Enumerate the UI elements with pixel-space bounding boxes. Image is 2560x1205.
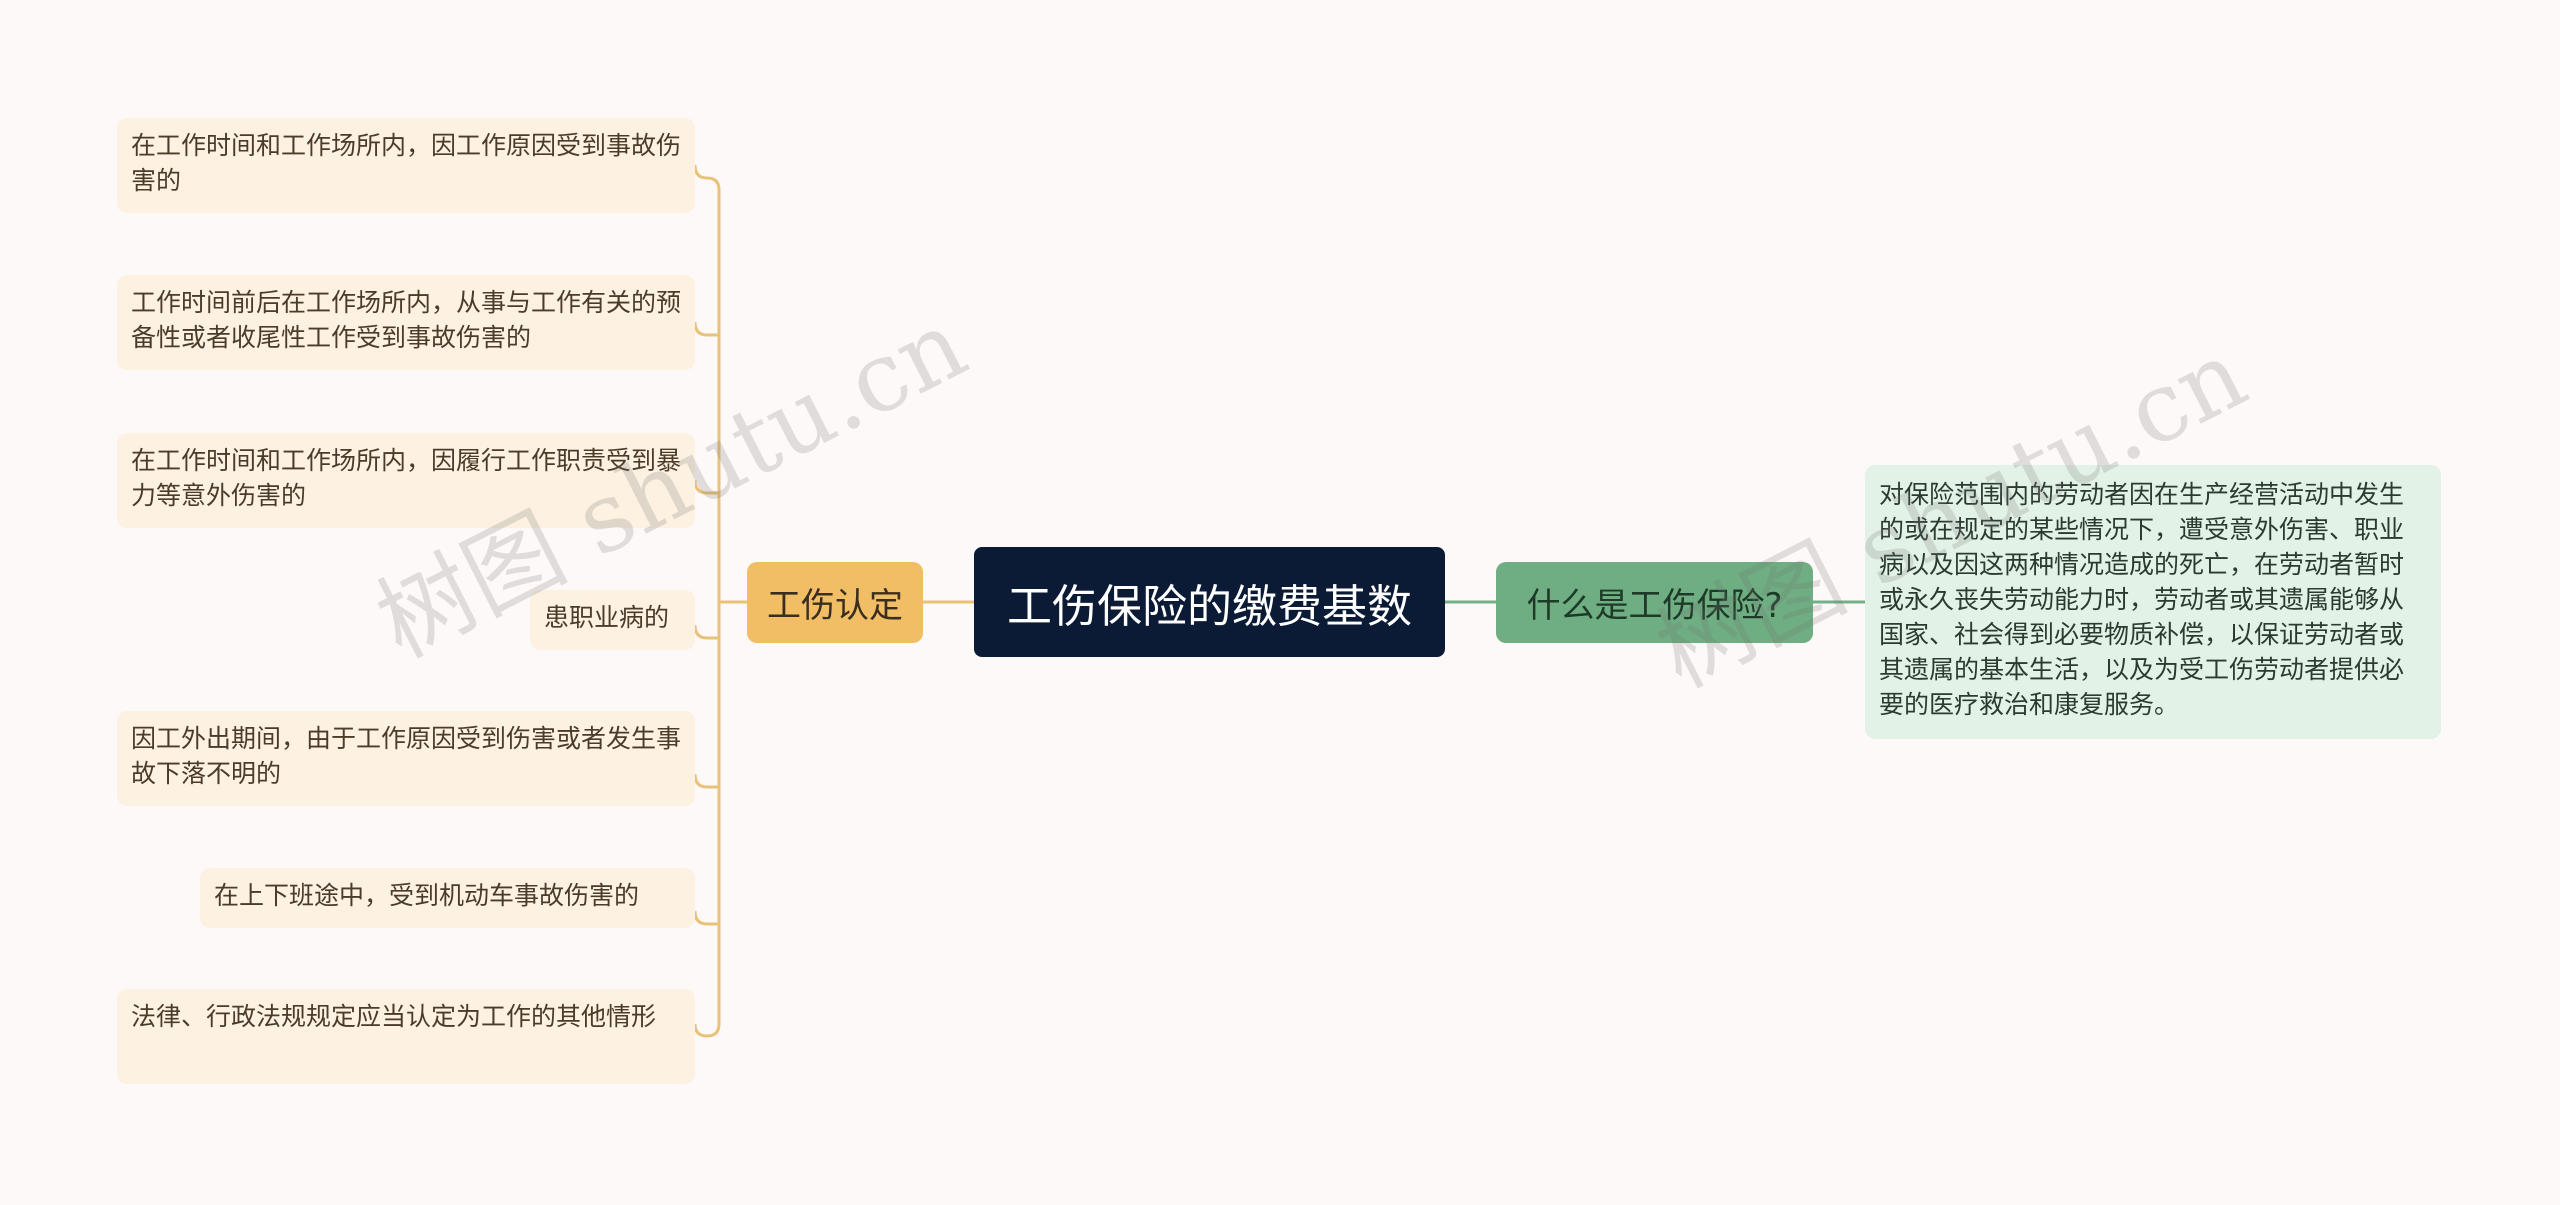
- root-topic[interactable]: 工伤保险的缴费基数: [974, 547, 1445, 657]
- leaf-item-6[interactable]: 在上下班途中，受到机动车事故伤害的: [200, 868, 695, 928]
- leaf-item-3[interactable]: 在工作时间和工作场所内，因履行工作职责受到暴力等意外伤害的: [117, 433, 695, 528]
- connector-left-spine: [706, 176, 721, 1038]
- leaf-item-1[interactable]: 在工作时间和工作场所内，因工作原因受到事故伤害的: [117, 118, 695, 213]
- leaf-item-4[interactable]: 患职业病的: [530, 590, 695, 650]
- connector-leaf-2: [693, 321, 719, 337]
- connector-leaf-6: [693, 910, 719, 926]
- connector-leaf-3: [693, 479, 719, 495]
- branch-what-is-work-injury-insurance[interactable]: 什么是工伤保险?: [1496, 562, 1813, 643]
- leaf-item-5[interactable]: 因工外出期间，由于工作原因受到伤害或者发生事故下落不明的: [117, 711, 695, 806]
- connector-leaf-7: [693, 1023, 708, 1038]
- connector-leaf-4: [693, 624, 719, 640]
- detail-work-injury-insurance-definition[interactable]: 对保险范围内的劳动者因在生产经营活动中发生的或在规定的某些情况下，遭受意外伤害、…: [1865, 465, 2441, 739]
- leaf-item-7[interactable]: 法律、行政法规规定应当认定为工作的其他情形: [117, 989, 695, 1084]
- connector-leaf-1: [693, 164, 708, 180]
- leaf-item-2[interactable]: 工作时间前后在工作场所内，从事与工作有关的预备性或者收尾性工作受到事故伤害的: [117, 275, 695, 370]
- branch-work-injury-identification[interactable]: 工伤认定: [747, 562, 923, 643]
- connector-leaf-5: [693, 773, 719, 789]
